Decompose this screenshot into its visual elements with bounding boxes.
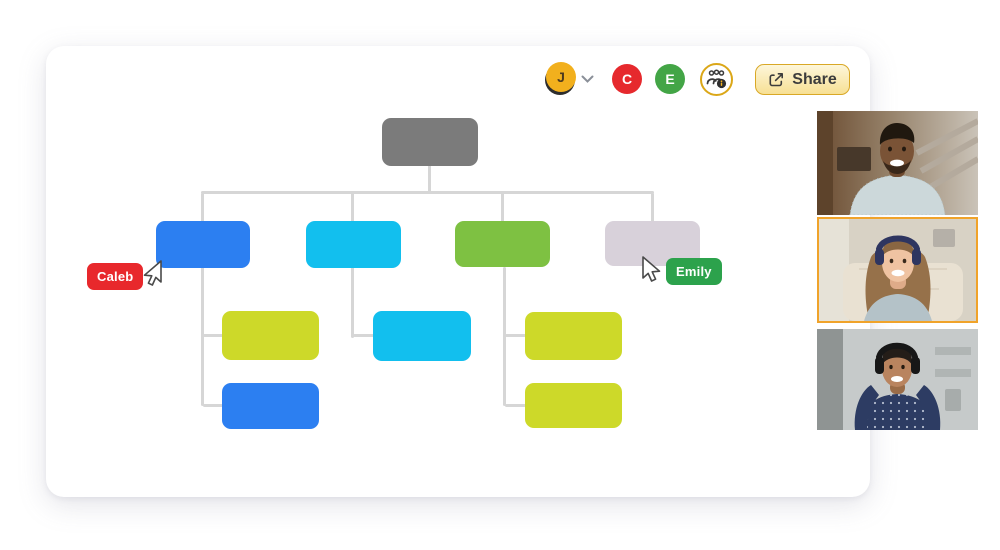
diagram-connector xyxy=(353,334,374,337)
avatar-user-j[interactable]: J xyxy=(546,62,576,92)
diagram-node-blue-2[interactable] xyxy=(222,383,319,429)
diagram-connector xyxy=(351,193,354,222)
diagram-connector xyxy=(505,334,526,337)
cursor-arrow-emily xyxy=(642,256,661,282)
share-button-label: Share xyxy=(792,70,837,88)
diagram-connector xyxy=(201,267,204,406)
diagram-connector xyxy=(203,404,223,407)
collaborators-info-icon[interactable] xyxy=(700,63,733,96)
diagram-connector xyxy=(505,404,526,407)
chevron-down-icon[interactable] xyxy=(581,75,594,84)
cursor-arrow-caleb xyxy=(143,260,162,286)
video-participant-1[interactable] xyxy=(817,111,978,215)
diagram-connector xyxy=(428,164,431,193)
video-participant-2[interactable] xyxy=(817,217,978,323)
diagram-node-cyan-1[interactable] xyxy=(306,221,401,268)
diagram-connector xyxy=(503,267,506,406)
cursor-label-caleb: Caleb xyxy=(87,263,144,290)
share-icon xyxy=(769,73,784,87)
diagram-connector xyxy=(501,193,504,222)
diagram-node-blue-1[interactable] xyxy=(156,221,250,268)
share-button[interactable]: Share xyxy=(755,64,850,95)
video-participant-3[interactable] xyxy=(817,329,978,430)
diagram-connector xyxy=(203,334,223,337)
cursor-label-emily: Emily xyxy=(666,258,722,285)
diagram-node-yellow-1[interactable] xyxy=(222,311,319,360)
diagram-node-cyan-2[interactable] xyxy=(373,311,471,361)
diagram-connector xyxy=(351,267,354,338)
diagram-connector xyxy=(651,193,654,222)
avatar-user-c[interactable]: C xyxy=(612,64,642,94)
avatar-user-e[interactable]: E xyxy=(655,64,685,94)
diagram-connector xyxy=(201,191,654,194)
diagram-connector xyxy=(201,193,204,222)
diagram-node-green-1[interactable] xyxy=(455,221,550,267)
diagram-node-yellow-2[interactable] xyxy=(525,312,622,360)
diagram-node-yellow-3[interactable] xyxy=(525,383,622,428)
diagram-node-root[interactable] xyxy=(382,118,478,166)
